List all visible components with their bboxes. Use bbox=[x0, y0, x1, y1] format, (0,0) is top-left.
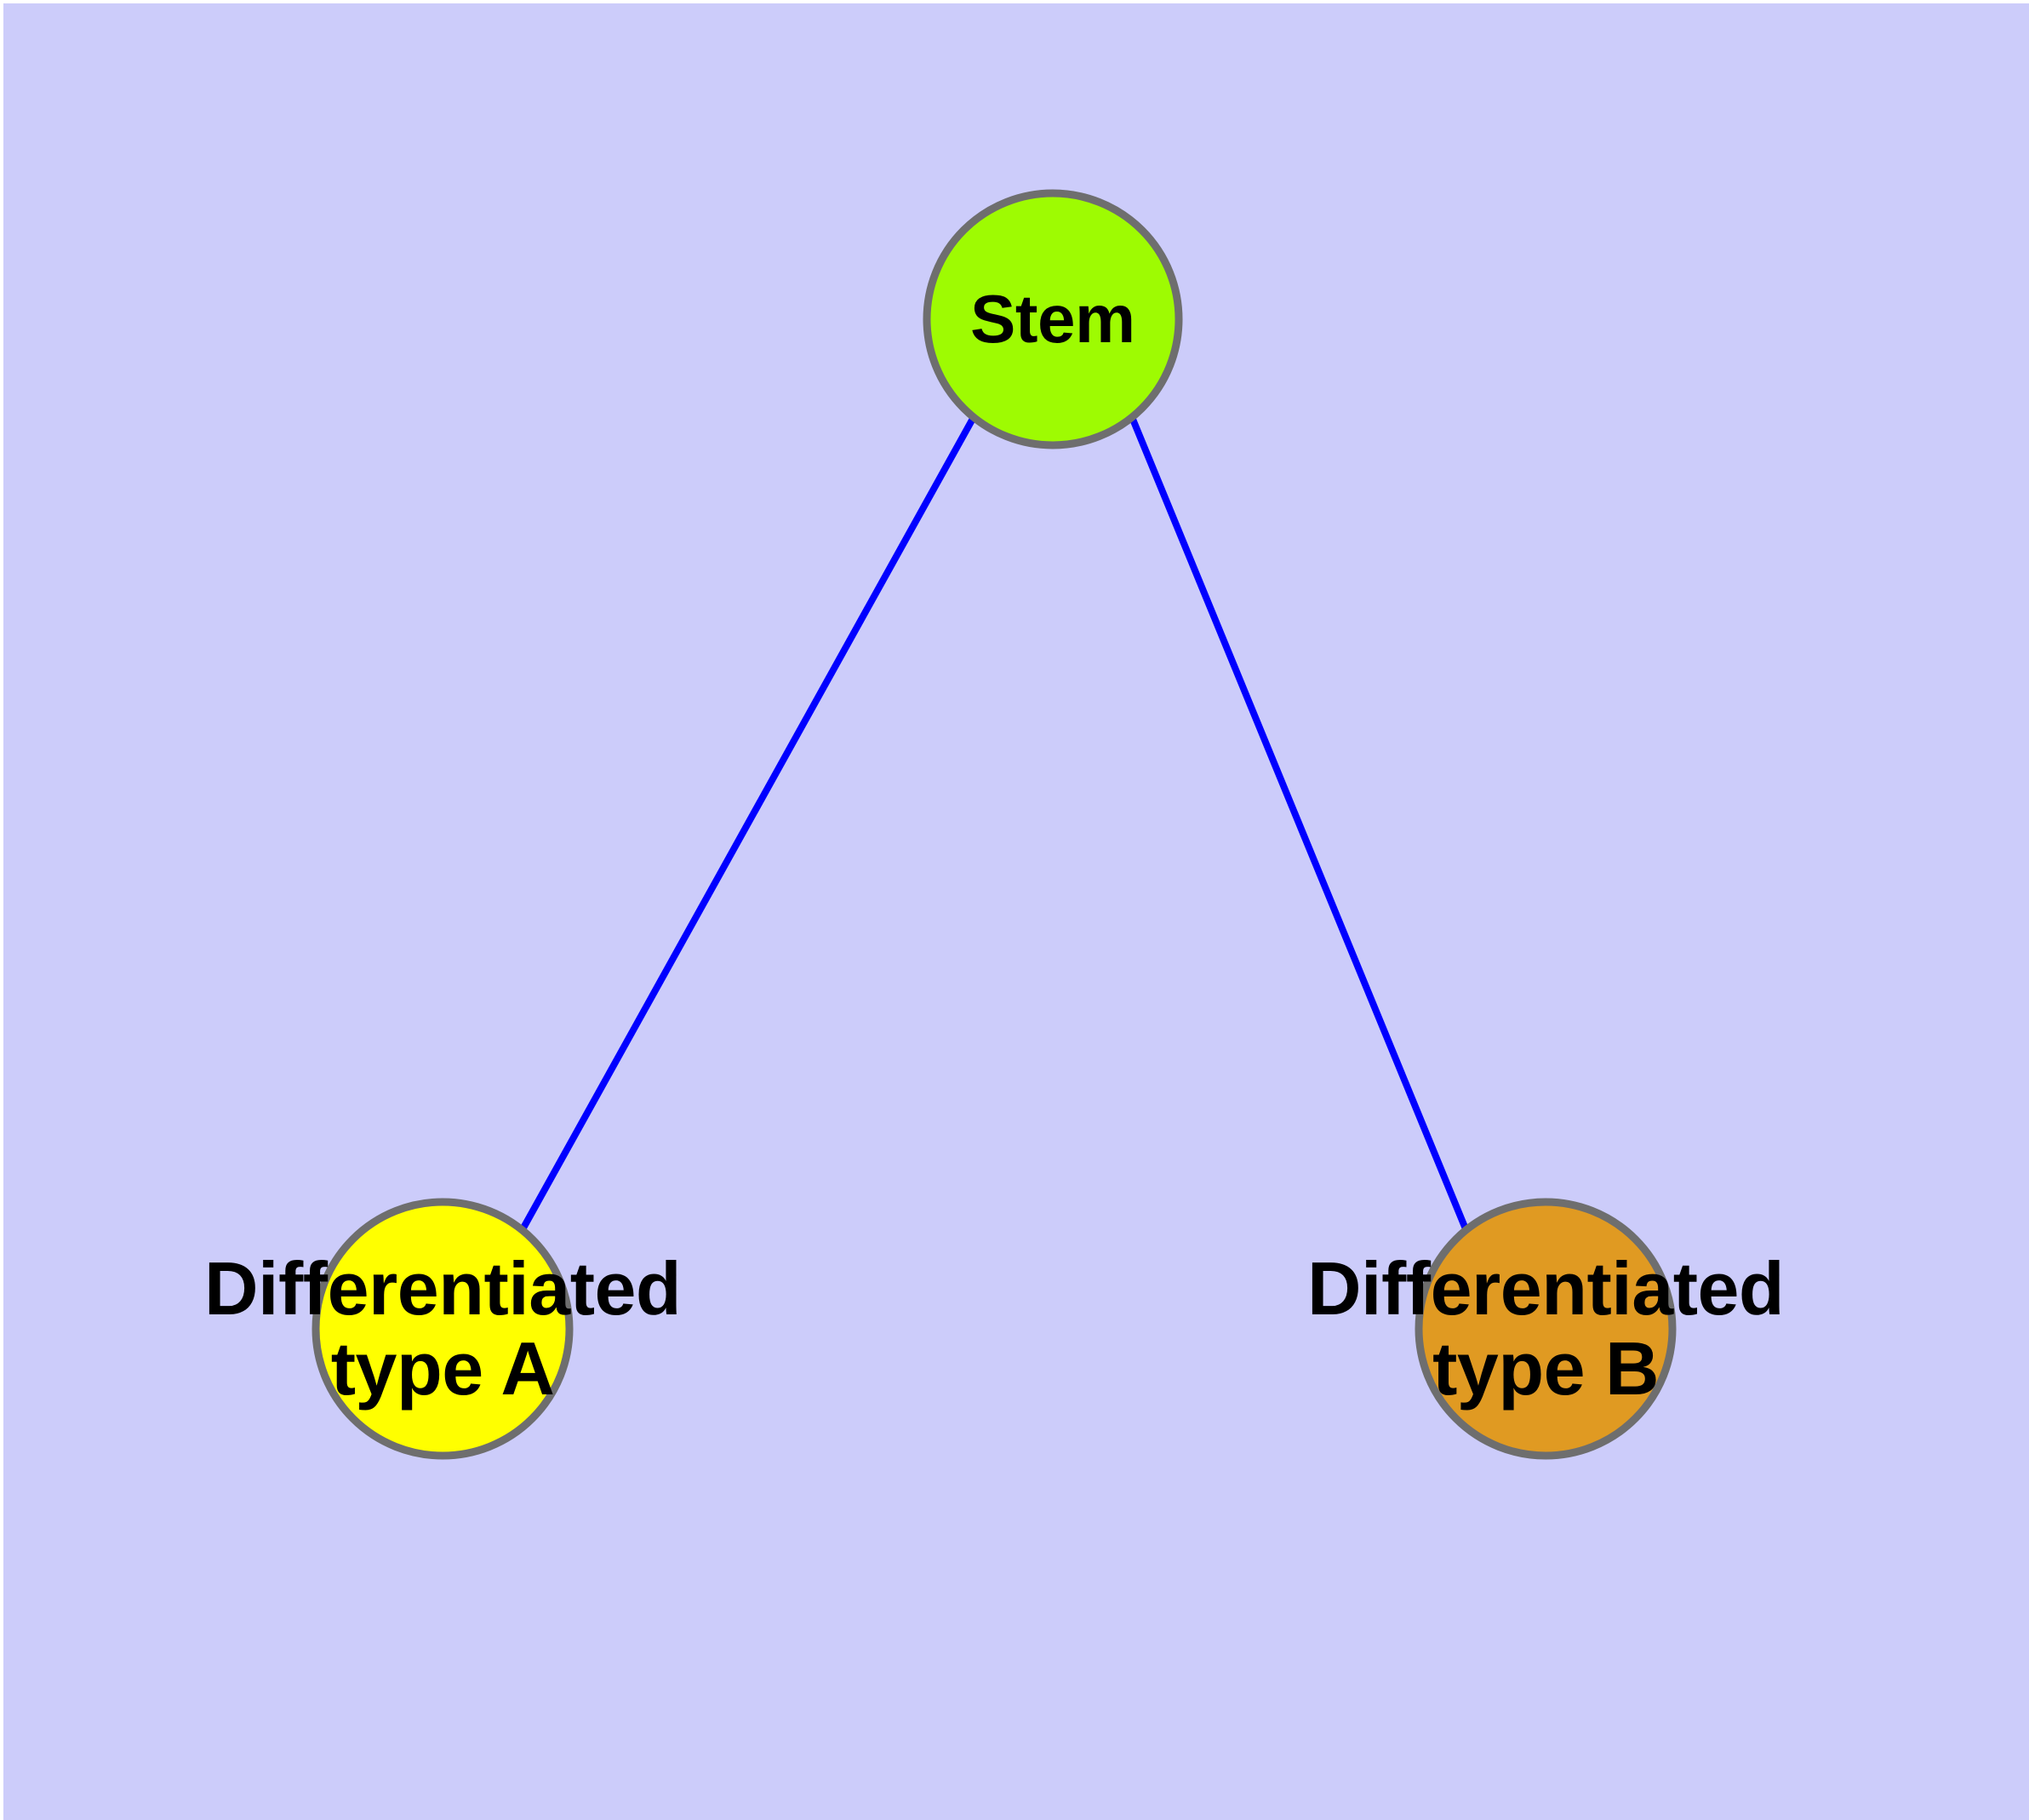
node-differentiated-type-b[interactable] bbox=[1415, 1198, 1677, 1460]
node-stem[interactable] bbox=[923, 189, 1183, 449]
edge-layer bbox=[518, 415, 1470, 1233]
node-differentiated-type-a[interactable] bbox=[311, 1198, 574, 1460]
edge-stem-to-differentiated-type-b[interactable] bbox=[1129, 415, 1470, 1233]
node-layer bbox=[311, 189, 1677, 1460]
edge-stem-to-differentiated-type-a[interactable] bbox=[518, 415, 977, 1233]
